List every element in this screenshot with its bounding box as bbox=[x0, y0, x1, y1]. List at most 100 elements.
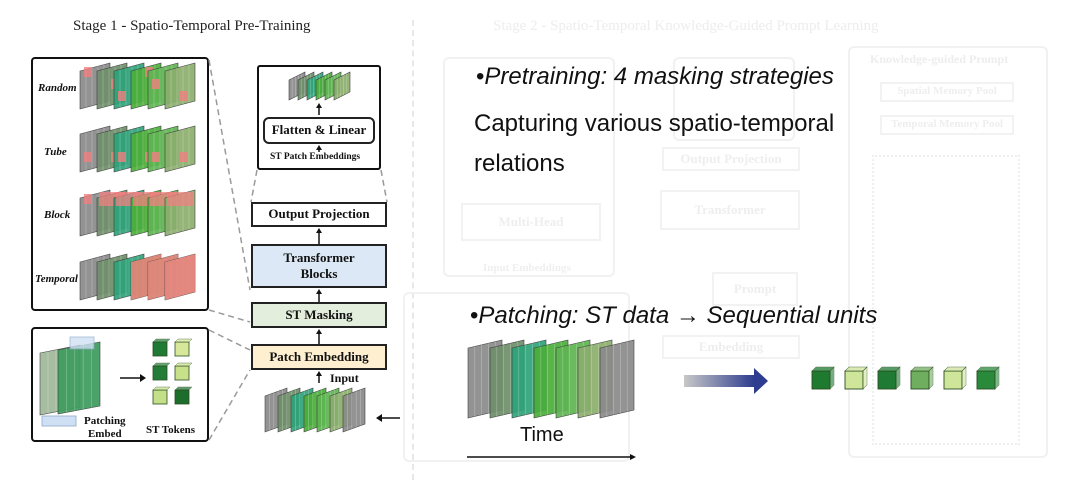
output-projection-block: Output Projection bbox=[251, 202, 387, 227]
stage1-title: Stage 1 - Spatio-Temporal Pre-Training bbox=[73, 18, 311, 34]
faded-finetune-box bbox=[673, 57, 795, 141]
faded-pn-line1: Prompt bbox=[733, 280, 777, 296]
bullet-dot-2: • bbox=[470, 302, 479, 329]
sequential-unit-cube bbox=[976, 370, 996, 390]
bullet-pretraining-text: Pretraining: 4 masking strategies bbox=[484, 63, 834, 90]
st-token-cube-top bbox=[152, 362, 171, 367]
st-token-cube-top bbox=[174, 386, 193, 391]
sequential-unit-cube-side bbox=[994, 366, 1000, 390]
mask-row1-patch-mask bbox=[118, 152, 126, 162]
mask-row0-patch-mask bbox=[84, 67, 92, 77]
dashed-connector-mask-top bbox=[208, 59, 251, 291]
dashed-connector-mask-bottom bbox=[208, 309, 251, 323]
sequential-unit-cube-side bbox=[895, 366, 901, 390]
mask-row1-patch-mask bbox=[84, 152, 92, 162]
sequential-unit-cube-side bbox=[961, 366, 967, 390]
arrow-to-transformer-head bbox=[316, 289, 322, 294]
faded-input-embeddings: Input Embeddings bbox=[483, 262, 571, 274]
faded-knowledge-prompt-box bbox=[848, 46, 1048, 458]
mask-label-block: Block bbox=[44, 209, 71, 221]
patching-embed-label: Patching Embed bbox=[84, 415, 126, 441]
bullet-dot: • bbox=[476, 63, 485, 90]
head-output-frame bbox=[333, 71, 351, 101]
mask-row3-temporal-mask bbox=[165, 254, 195, 300]
faded-embedding: Embedding bbox=[662, 335, 800, 359]
faded-prompt-network: Prompt bbox=[712, 272, 798, 306]
capturing-line: Capturing various spatio-temporal bbox=[474, 110, 835, 137]
sequential-unit-cube bbox=[943, 370, 963, 390]
dashed-connector-patch-bottom bbox=[208, 369, 251, 441]
stage-divider bbox=[412, 20, 416, 480]
patch-cube-highlight bbox=[69, 336, 95, 350]
patch-arrow-head bbox=[140, 374, 146, 382]
faded-multi-head-attention: Multi-Head bbox=[461, 203, 601, 241]
bullet-patching: •Patching: ST data → Sequential units bbox=[470, 302, 877, 330]
transformer-blocks-line2: Blocks bbox=[300, 266, 338, 281]
st-token-cube-top bbox=[152, 386, 171, 391]
dashed-connector-patch-top bbox=[208, 329, 251, 351]
faded-knowledge-prompt-title: Knowledge-guided Prompt bbox=[870, 52, 1009, 66]
faded-nets-region bbox=[872, 155, 1020, 445]
relations-line: relations bbox=[474, 150, 565, 177]
transformer-blocks-line1: Transformer bbox=[283, 249, 355, 265]
input-frame bbox=[342, 387, 366, 433]
st-masking-block: ST Masking bbox=[251, 302, 387, 328]
mask-row1-patch-mask bbox=[179, 152, 187, 162]
arrow-to-flatten-head bbox=[316, 145, 322, 150]
sequential-unit-cube bbox=[877, 370, 897, 390]
faded-temporal-memory-pool: Temporal Memory Pool bbox=[880, 115, 1014, 135]
time-label: Time bbox=[520, 424, 564, 446]
mask-label-temporal: Temporal bbox=[35, 273, 78, 285]
mask-row0-patch-mask bbox=[152, 79, 160, 89]
arrow-input-to-patch-head bbox=[316, 371, 322, 376]
conversion-arrow-shaft bbox=[684, 375, 754, 387]
faded-tb-line1: Transformer bbox=[694, 201, 766, 217]
mask-row0-frame bbox=[164, 62, 196, 110]
dashed-connector-head-left bbox=[250, 169, 258, 203]
faded-encoder-box bbox=[443, 57, 615, 277]
st-token-cube-top bbox=[152, 338, 171, 343]
sequential-unit-cube bbox=[910, 370, 930, 390]
mask-row2-block-mask bbox=[167, 192, 193, 206]
sequential-unit-cube-side bbox=[928, 366, 934, 390]
st-token-cube-top bbox=[174, 362, 193, 367]
faded-output-projection: Output Projection bbox=[662, 147, 800, 171]
patch-embedding-block: Patch Embedding bbox=[251, 344, 387, 370]
stage2-title: Stage 2 - Spatio-Temporal Knowledge-Guid… bbox=[493, 18, 879, 34]
input-arrow-head bbox=[376, 414, 382, 422]
mask-label-tube: Tube bbox=[44, 146, 67, 158]
st-tokens-label: ST Tokens bbox=[146, 424, 196, 436]
st-patch-embeddings-label: ST Patch Embeddings bbox=[270, 152, 361, 162]
mask-row0-patch-mask bbox=[118, 91, 126, 101]
arrow-to-masking-head bbox=[316, 329, 322, 334]
st-token-cube-top bbox=[174, 338, 193, 343]
conversion-arrow-head bbox=[754, 368, 768, 394]
mask-row1-frame bbox=[164, 125, 196, 173]
arrow-to-output-frames-head bbox=[316, 103, 322, 108]
mask-row2-patch-mask bbox=[84, 194, 92, 204]
arrow-to-output-projection-head bbox=[316, 228, 322, 233]
faded-mha-line1: Multi-Head bbox=[498, 213, 564, 229]
bullet-patching-text: Patching: ST data → Sequential units bbox=[478, 302, 878, 329]
time-axis-head bbox=[630, 454, 636, 460]
patching-embed-icon bbox=[41, 415, 77, 427]
mask-label-random: Random bbox=[38, 82, 77, 94]
flatten-linear-block: Flatten & Linear bbox=[263, 117, 375, 144]
sequential-unit-cube bbox=[811, 370, 831, 390]
faded-spatial-memory-pool: Spatial Memory Pool bbox=[880, 82, 1014, 102]
mask-row0-patch-mask bbox=[179, 91, 187, 101]
sequential-unit-cube-side bbox=[829, 366, 835, 390]
faded-transformer-blocks: Transformer bbox=[660, 190, 800, 230]
transformer-blocks-block: Transformer Blocks bbox=[251, 244, 387, 288]
patching-embed-line1: Patching bbox=[84, 415, 126, 427]
patching-embed-line2: Embed bbox=[87, 428, 122, 440]
sequential-unit-cube bbox=[844, 370, 864, 390]
time-sequence-frame bbox=[599, 339, 635, 419]
mask-row1-patch-mask bbox=[152, 152, 160, 162]
input-label: Input bbox=[330, 371, 359, 385]
dashed-connector-head-right bbox=[380, 169, 388, 203]
